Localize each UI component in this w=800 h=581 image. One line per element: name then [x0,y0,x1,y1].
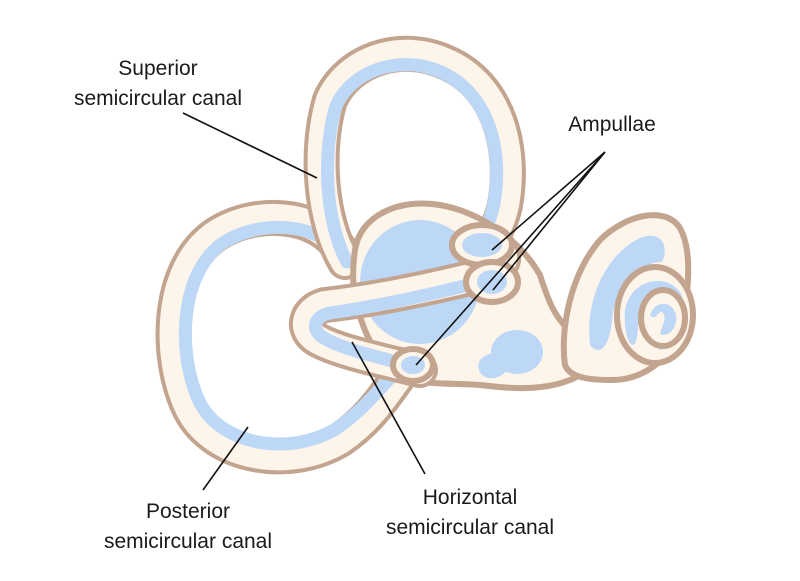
leader-ampulla-1 [491,151,606,251]
label-posterior-line1: Posterior [146,500,230,523]
label-superior-line1: Superior [118,57,197,80]
leader-ampulla-2 [492,151,606,291]
leader-posterior [202,426,249,491]
leader-ampulla-3 [415,151,606,366]
posterior-semicircular-canal [155,199,418,475]
cochlea [560,212,696,383]
ampullae [390,222,521,384]
label-posterior-line2: semicircular canal [104,530,272,553]
label-horizontal-line1: Horizontal [423,486,518,509]
superior-semicircular-canal [303,35,526,280]
leader-superior [182,112,318,179]
label-horizontal-line2: semicircular canal [386,516,554,539]
label-ampullae: Ampullae [568,113,656,136]
leader-horizontal [351,341,426,475]
label-superior-line2: semicircular canal [74,87,242,110]
